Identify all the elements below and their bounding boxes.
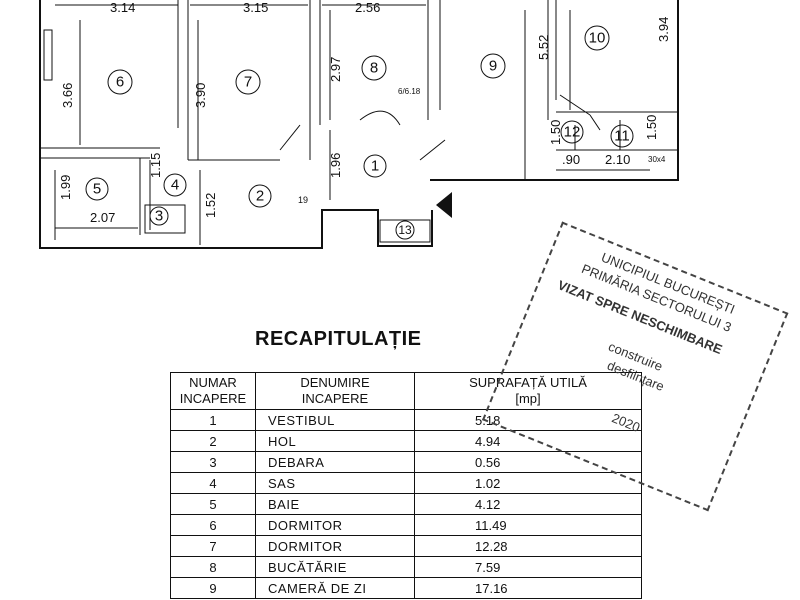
wall-horizontal — [40, 111, 678, 161]
dim-text: 3.15 — [243, 0, 268, 15]
door-arc-3 — [419, 139, 446, 161]
wall-room7-8 — [309, 0, 321, 160]
dim-lines — [54, 4, 650, 245]
header-suprafata: SUPRAFAȚĂ UTILĂ[mp] — [414, 372, 642, 410]
dim-text: 1.15 — [148, 153, 163, 178]
svg-text:5: 5 — [93, 181, 101, 198]
room-marker: 13 — [395, 220, 415, 240]
room-marker: 8 — [361, 55, 387, 81]
dim-text: .90 — [562, 152, 580, 167]
room-marker: 3 — [149, 206, 169, 226]
room-marker: 7 — [235, 69, 261, 95]
svg-text:13: 13 — [398, 223, 412, 237]
dim-text: 2.97 — [328, 57, 343, 82]
svg-text:10: 10 — [589, 30, 606, 47]
dim-text: 2.10 — [605, 152, 630, 167]
outer-wall — [39, 0, 433, 249]
dim-text: 3.14 — [110, 0, 135, 15]
dim-text: 1.99 — [58, 175, 73, 200]
svg-text:6: 6 — [116, 74, 124, 91]
svg-text:3: 3 — [155, 208, 163, 225]
closet-3 — [144, 204, 186, 234]
door-arc-2 — [279, 124, 301, 151]
svg-text:4: 4 — [171, 177, 179, 194]
room-marker: 10 — [584, 25, 610, 51]
door-arc-4 — [559, 94, 601, 131]
svg-text:12: 12 — [564, 124, 581, 141]
dim-text: 1.52 — [203, 193, 218, 218]
room-marker: 9 — [480, 53, 506, 79]
door-arc-1 — [359, 110, 401, 126]
wall-right — [430, 0, 679, 181]
room-marker: 6 — [107, 69, 133, 95]
dim-text: 1.50 — [548, 120, 563, 145]
north-arrow-icon — [436, 192, 452, 218]
room-marker: 4 — [163, 173, 187, 197]
dim-text: 2.07 — [90, 210, 115, 225]
dim-text: 1.96 — [328, 153, 343, 178]
dim-text: 5.52 — [536, 35, 551, 60]
mark-text: 30x4 — [648, 155, 666, 164]
svg-text:11: 11 — [614, 128, 630, 145]
room-marker: 2 — [248, 184, 272, 208]
svg-text:7: 7 — [244, 74, 252, 91]
room-marker: 1 — [363, 154, 387, 178]
dim-text: 1.50 — [644, 115, 659, 140]
dim-text: 2.56 — [355, 0, 380, 15]
room-marker: 12 — [560, 120, 584, 144]
room-marker: 5 — [85, 177, 109, 201]
closet-13 — [379, 219, 431, 243]
dim-text: 3.66 — [60, 83, 75, 108]
svg-text:1: 1 — [371, 158, 379, 175]
svg-text:9: 9 — [489, 58, 497, 75]
room-marker: 11 — [610, 124, 634, 148]
svg-text:2: 2 — [256, 188, 264, 205]
dim-text: 3.94 — [656, 17, 671, 42]
dim-text: 19 — [298, 195, 308, 205]
wall-room6-7 — [177, 0, 189, 160]
svg-text:8: 8 — [370, 60, 378, 77]
wall-room9-10 — [547, 0, 557, 120]
wall-room8-9 — [427, 0, 441, 120]
mark-text: 6/6.18 — [398, 87, 421, 96]
dim-text: 3.90 — [193, 83, 208, 108]
recap-title: RECAPITULAȚIE — [255, 328, 422, 350]
window-left — [43, 29, 53, 81]
